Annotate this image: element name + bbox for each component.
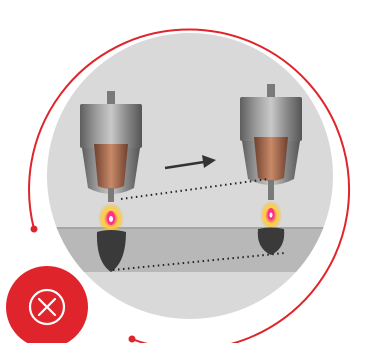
torch-before [80,91,142,202]
penetration-depth-line [112,252,286,271]
red-orbit-arc [28,28,350,343]
weld-pool-after [257,227,285,255]
right-arrow-icon [164,155,216,170]
weld-pool-before [96,230,126,272]
arc-flame-before [98,201,124,233]
workpiece [47,227,333,272]
orbit-dot-left [30,225,38,233]
orbit-dot-bottom [128,335,136,343]
arc-flame-after [260,199,282,229]
torch-after [240,84,302,200]
x-circle-icon [6,266,88,343]
